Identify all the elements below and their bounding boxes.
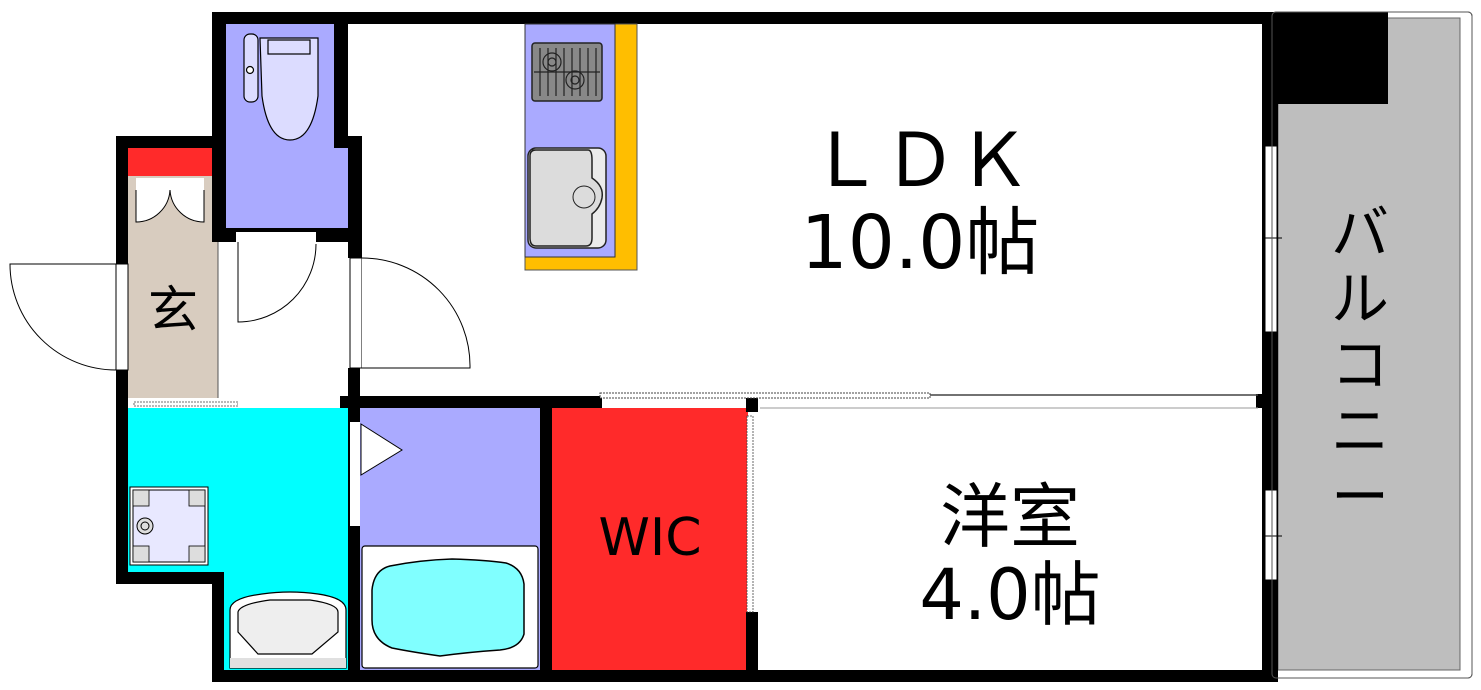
ldk-floor — [346, 22, 1266, 398]
western-room-size: 4.0帖 — [919, 554, 1101, 636]
entrance-label: 玄 — [148, 281, 198, 339]
ldk-label: ＬＤＫ 10.0帖 — [770, 120, 1070, 284]
washroom-door[interactable] — [133, 396, 340, 407]
shoe-cabinet-doors[interactable] — [135, 178, 205, 223]
western-room-label: 洋室 4.0帖 — [880, 478, 1140, 634]
sliding-door[interactable] — [599, 392, 1258, 409]
bathtub-icon — [361, 545, 539, 669]
western-room-floor — [758, 406, 1266, 670]
ldk-door[interactable] — [349, 257, 471, 369]
toilet-icon — [243, 33, 319, 141]
balcony-char: ニ — [1330, 397, 1389, 465]
wic-label: WIC — [598, 508, 702, 568]
balcony-char: バ — [1330, 199, 1389, 267]
ldk-size: 10.0帖 — [800, 200, 1040, 286]
wic-floor — [552, 408, 748, 670]
sink-icon — [527, 147, 607, 249]
wic-door[interactable] — [746, 415, 754, 613]
balcony-char: コ — [1330, 331, 1389, 399]
entrance-door[interactable] — [9, 263, 129, 371]
western-room-name: 洋室 — [940, 476, 1080, 558]
washing-machine-pan-icon — [129, 486, 209, 566]
shoe-box — [128, 148, 212, 176]
balcony — [1266, 11, 1473, 679]
bathroom-door[interactable] — [350, 422, 403, 526]
toilet-door[interactable] — [236, 232, 317, 323]
balcony-char: ル — [1330, 265, 1389, 333]
balcony-label: バ ル コ ニ ー — [1320, 200, 1400, 530]
windows — [1262, 145, 1282, 581]
stove-icon — [531, 42, 603, 102]
balcony-char: ー — [1330, 463, 1389, 531]
wash-basin-icon — [229, 591, 347, 669]
ldk-name: ＬＤＫ — [809, 118, 1031, 204]
